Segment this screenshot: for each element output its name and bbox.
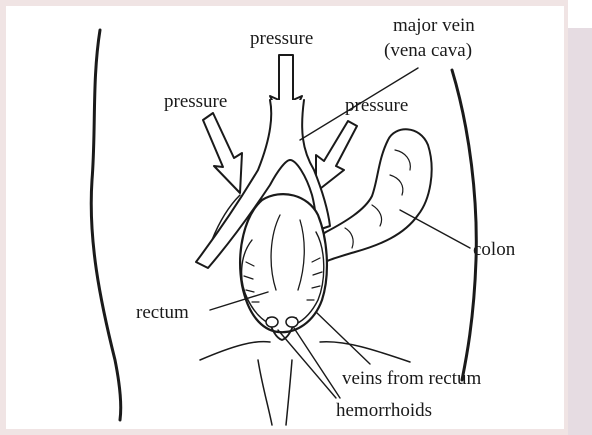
leader-hemorrhoids-2 [294, 328, 340, 398]
rectum [240, 194, 327, 332]
thigh-line-right [286, 360, 292, 425]
leader-colon [400, 210, 470, 248]
label-colon: colon [473, 239, 516, 260]
label-hemorrhoids: hemorrhoids [336, 400, 432, 421]
label-pressure-left: pressure [164, 91, 227, 112]
pressure-arrow-right [316, 121, 357, 192]
leader-hemorrhoids-1 [278, 330, 336, 398]
colon [310, 129, 432, 272]
body-outline-left [91, 30, 121, 420]
label-vena-cava: (vena cava) [384, 40, 472, 61]
body-outline-right [452, 70, 476, 380]
label-pressure-right: pressure [345, 95, 408, 116]
hemorrhoid-right [286, 317, 298, 327]
body-crease-left [200, 342, 270, 360]
label-veins-from-rectum: veins from rectum [342, 368, 482, 389]
label-pressure-top: pressure [250, 28, 313, 49]
hemorrhoid-left [266, 317, 278, 327]
label-rectum: rectum [136, 302, 189, 323]
label-major-vein: major vein [393, 15, 475, 36]
leader-veins-from-rectum [316, 312, 370, 364]
pressure-arrow-left [203, 113, 242, 193]
thigh-line-left [258, 360, 272, 425]
